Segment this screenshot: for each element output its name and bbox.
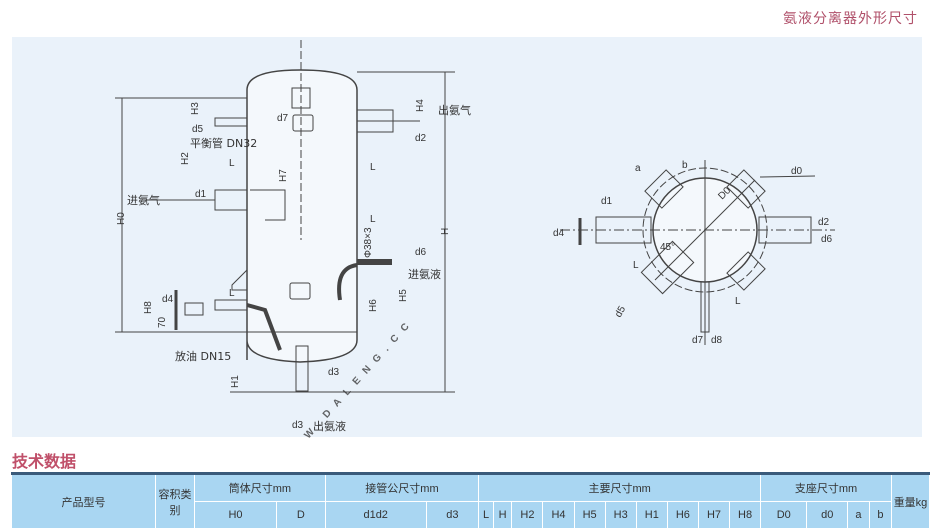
label-L: L — [370, 162, 376, 173]
label-d7: d7 — [692, 335, 704, 346]
label-d1: d1 — [601, 196, 613, 207]
label-L: L — [229, 158, 235, 169]
label-b: b — [682, 160, 688, 171]
label-H0: H0 — [116, 212, 127, 225]
subcol-h5: H5 — [573, 501, 606, 529]
label-pipe-spec: Φ38×3 — [363, 227, 374, 258]
label-H3: H3 — [190, 102, 201, 115]
subcol-h0: H0 — [194, 501, 277, 529]
label-d4: d4 — [553, 228, 565, 239]
label-d6: d6 — [415, 247, 427, 258]
label-a: a — [635, 163, 641, 174]
spec-table: 产品型号 容积类别 筒体尺寸mm 接管公尺寸mm 主要尺寸mm 支座尺寸mm 重… — [11, 472, 930, 529]
subcol-h6: H6 — [666, 501, 699, 529]
subcol-h4: H4 — [542, 501, 575, 529]
col-shell: 筒体尺寸mm — [194, 473, 326, 502]
label-d3: d3 — [292, 420, 304, 431]
col-weight: 重量kg — [891, 473, 930, 529]
label-H1: H1 — [230, 375, 241, 388]
label-oil-drain: 放油 DN15 — [175, 349, 231, 363]
label-H: H — [440, 228, 451, 235]
label-H6: H6 — [368, 299, 379, 312]
label-d6: d6 — [821, 234, 833, 245]
label-L: L — [370, 214, 376, 225]
subcol-h1: H1 — [635, 501, 668, 529]
label-H8: H8 — [143, 301, 154, 314]
label-L: L — [735, 296, 741, 307]
label-balance-pipe: 平衡管 DN32 — [190, 136, 257, 150]
subcol-h7: H7 — [697, 501, 731, 529]
label-H2: H2 — [180, 152, 191, 165]
label-angle: 45° — [660, 242, 675, 253]
col-main: 主要尺寸mm — [478, 473, 762, 502]
label-in-liquid: 进氨液 — [408, 267, 441, 281]
label-70: 70 — [157, 316, 168, 328]
drawing-panel — [12, 37, 922, 437]
label-d5: d5 — [613, 304, 628, 320]
col-volume: 容积类别 — [155, 473, 195, 529]
label-d4: d4 — [162, 294, 174, 305]
subcol-l: L — [478, 501, 494, 529]
subcol-h: H — [492, 501, 513, 529]
subcol-d0: d0 — [806, 501, 849, 529]
label-L: L — [633, 260, 639, 271]
label-H7: H7 — [278, 169, 289, 182]
label-out-gas: 出氨气 — [438, 103, 471, 117]
section-title: 技术数据 — [12, 452, 77, 471]
subcol-h3: H3 — [604, 501, 637, 529]
separator-drawing: 出氨气 进氨气 平衡管 DN32 进氨液 放油 DN15 出氨液 Φ38×3 7… — [115, 40, 835, 440]
label-L: L — [229, 288, 235, 299]
label-d2: d2 — [415, 133, 427, 144]
label-d8: d8 — [711, 335, 723, 346]
col-nozzle: 接管公尺寸mm — [324, 473, 480, 502]
label-in-gas: 进氨气 — [127, 193, 160, 207]
label-H4: H4 — [415, 99, 426, 112]
label-out-liquid: 出氨液 — [313, 419, 346, 433]
label-d2: d2 — [818, 217, 830, 228]
subcol-b: b — [868, 501, 893, 529]
label-d3: d3 — [328, 367, 340, 378]
vessel-top-view — [560, 160, 835, 345]
label-d1: d1 — [195, 189, 207, 200]
subcol-d0: D0 — [760, 501, 808, 529]
subcol-h8: H8 — [729, 501, 762, 529]
col-support: 支座尺寸mm — [760, 473, 892, 502]
label-H5: H5 — [398, 289, 409, 302]
table-header-row: 产品型号 容积类别 筒体尺寸mm 接管公尺寸mm 主要尺寸mm 支座尺寸mm 重… — [11, 473, 930, 529]
col-model: 产品型号 — [11, 473, 156, 529]
page-title: 氨液分离器外形尺寸 — [783, 11, 918, 27]
label-d7: d7 — [277, 113, 289, 124]
subcol-a: a — [847, 501, 870, 529]
subcol-h2: H2 — [511, 501, 544, 529]
subcol-d1d2: d1d2 — [324, 501, 427, 529]
subcol-d: D — [276, 501, 326, 529]
label-d0: d0 — [791, 166, 803, 177]
label-d5: d5 — [192, 124, 204, 135]
vessel-front-view — [115, 40, 455, 393]
subcol-d3: d3 — [425, 501, 480, 529]
